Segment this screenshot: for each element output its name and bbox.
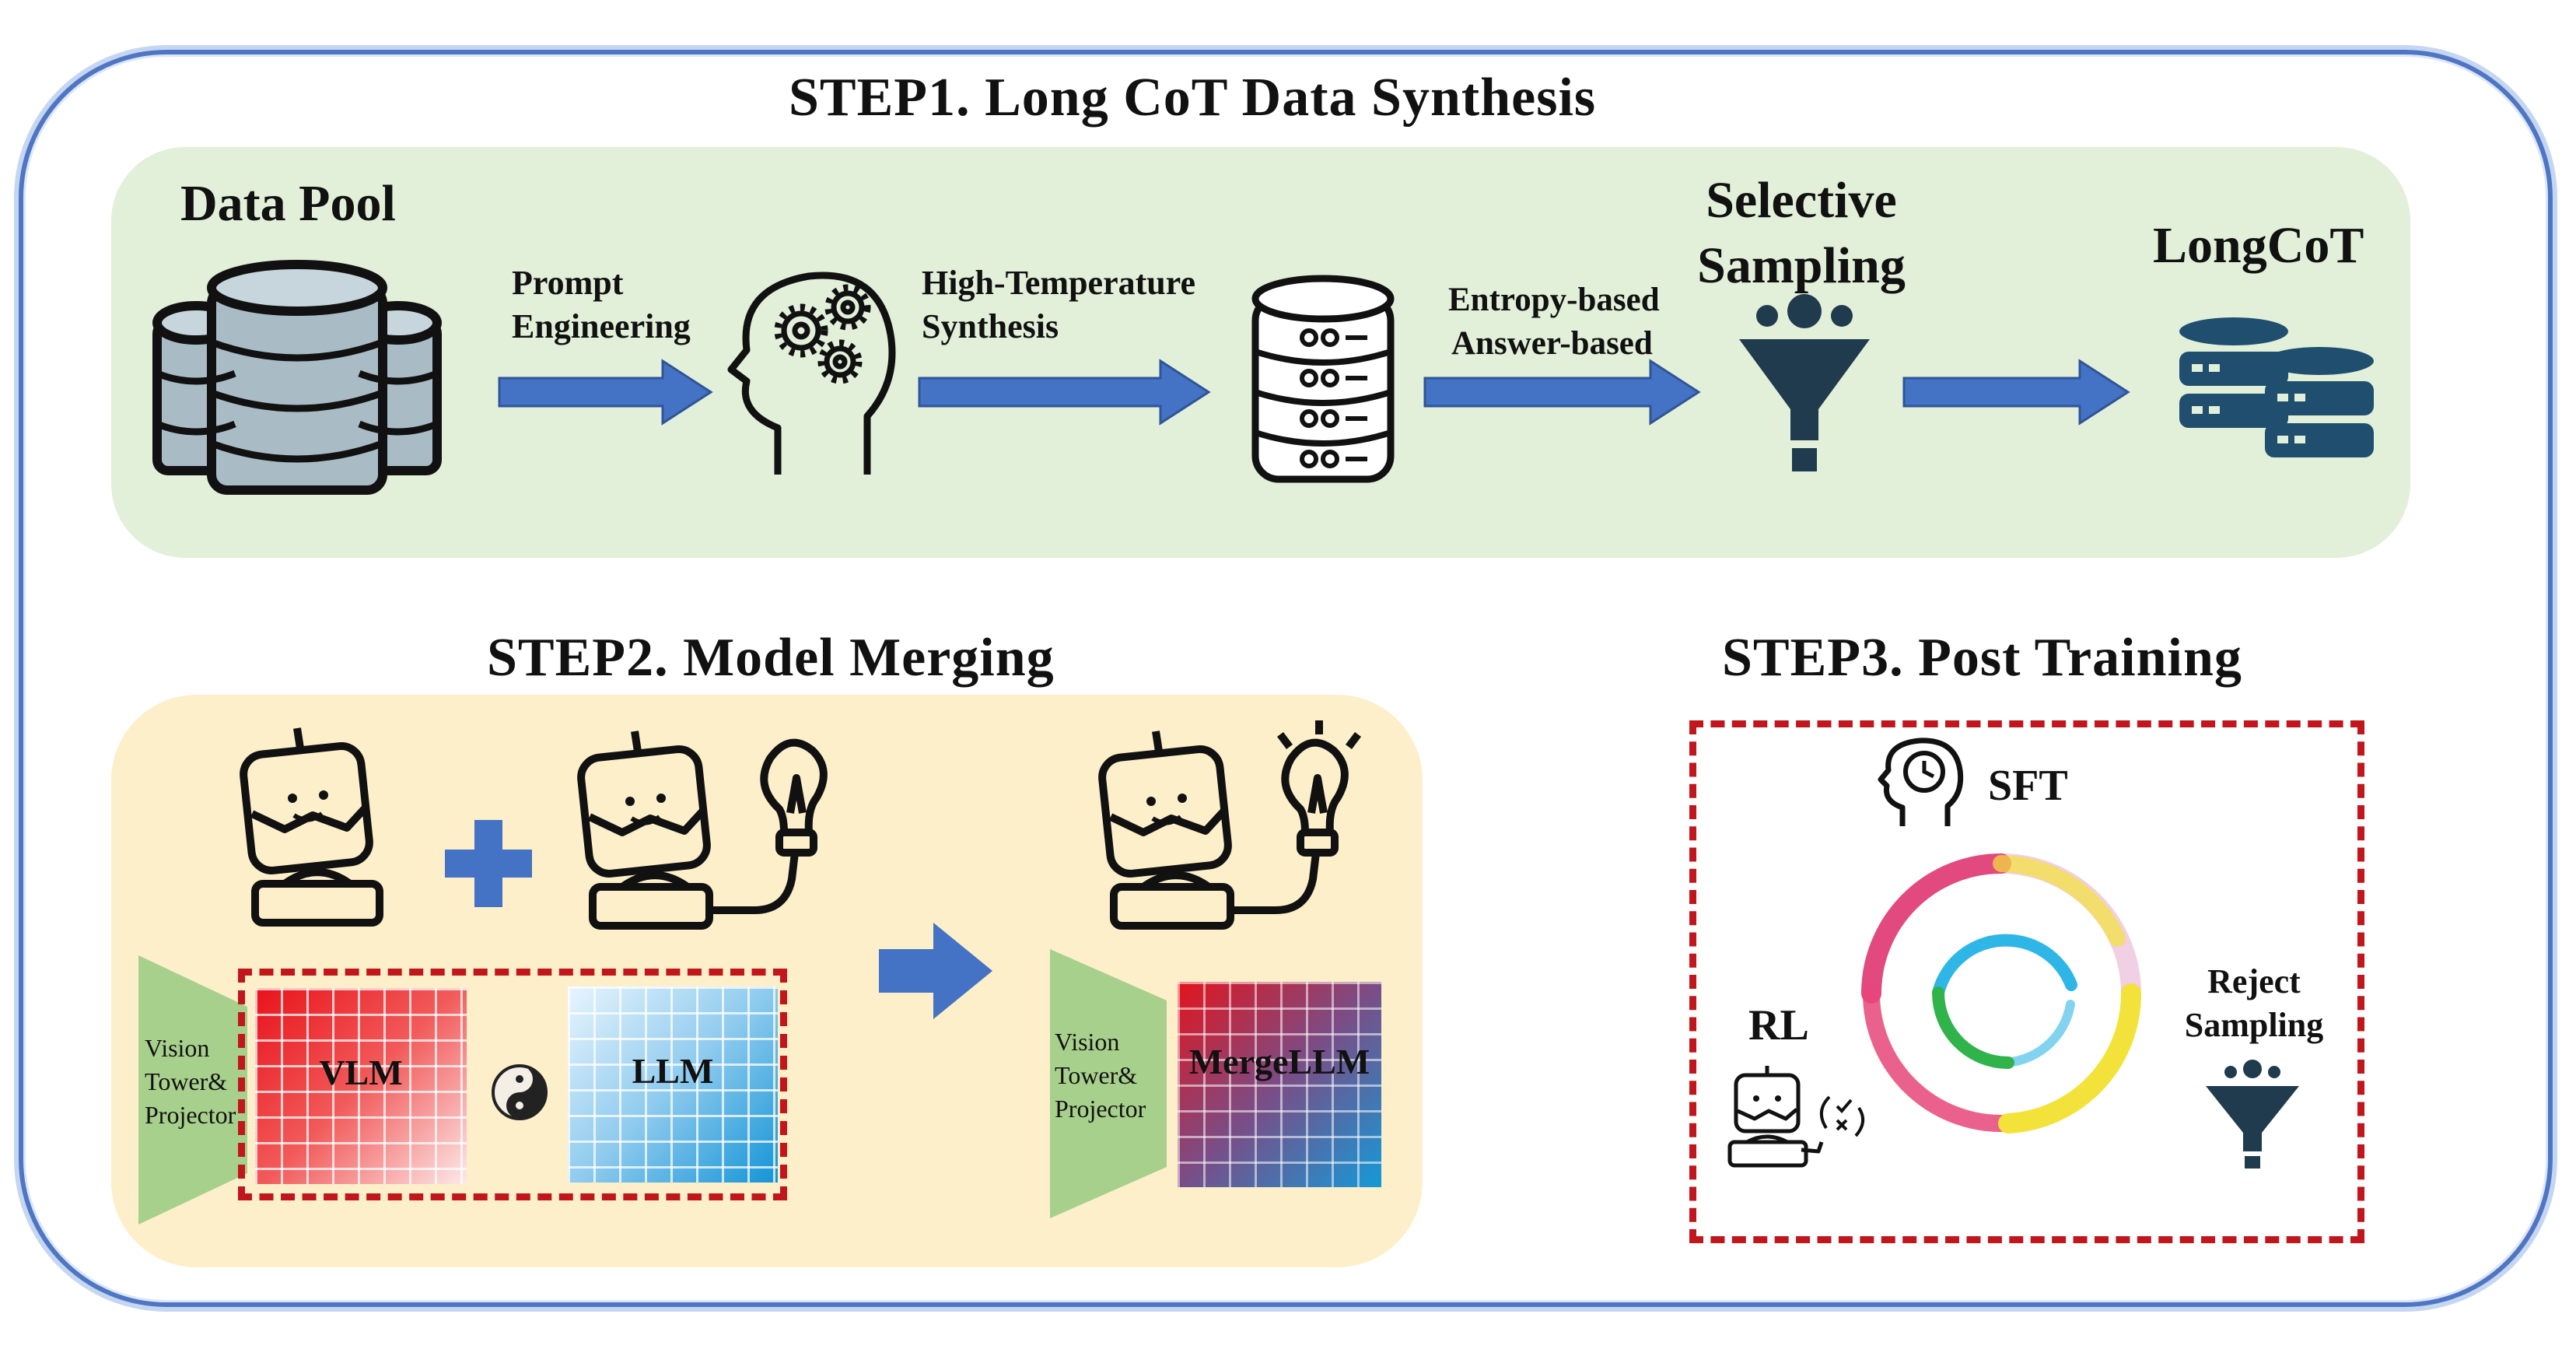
vlm-label: VLM: [319, 1053, 403, 1092]
outer-frame: [19, 50, 2553, 1307]
brain-gears-head-icon: [727, 272, 896, 475]
robot-vlm-icon: [240, 727, 383, 927]
mergellm-label: MergeLLM: [1188, 1042, 1370, 1081]
vision-tower-shape: [138, 955, 247, 1225]
robot-merged-icon: [1098, 720, 1361, 930]
flow-arrow-4: [1902, 359, 2130, 426]
data-pool-label: Data Pool: [180, 175, 396, 232]
rl-label: RL: [1748, 1001, 1809, 1049]
longcot-database-icon: [2179, 317, 2374, 457]
flow-arrow-3: [1423, 359, 1701, 426]
rl-robot-icon: [1727, 1066, 1865, 1168]
flow-arrow-2: [918, 359, 1211, 426]
yin-yang-icon: [492, 1064, 548, 1120]
training-cycle-ring: [1861, 853, 2142, 1134]
merged-weight-grid: [1178, 982, 1381, 1187]
step3-dashed-box: [1689, 720, 2364, 1243]
reject-funnel-icon: [2206, 1060, 2299, 1169]
database-stack-icon: [152, 260, 442, 495]
step3-title: STEP3. Post Training: [1722, 628, 2242, 688]
longcot-label: LongCoT: [2153, 217, 2364, 274]
funnel-filter-icon: [1739, 294, 1870, 471]
vlm-weight-grid: [255, 988, 467, 1184]
llm-label: LLM: [632, 1051, 714, 1091]
sft-label: SFT: [1988, 762, 2068, 810]
flow-arrow-1: [498, 359, 713, 426]
merge-arrow: [879, 923, 992, 1019]
llm-weight-grid: [568, 986, 778, 1183]
vision-tower-merged-shape: [1050, 949, 1167, 1218]
server-database-icon: [1251, 275, 1395, 483]
robot-llm-bulb-icon: [577, 731, 828, 930]
step1-title: STEP1. Long CoT Data Synthesis: [789, 68, 1597, 128]
step2-title: STEP2. Model Merging: [487, 628, 1055, 688]
fusion-dashed-box: [238, 969, 787, 1200]
head-clock-icon: [1878, 738, 1964, 826]
plus-icon: [445, 820, 532, 907]
